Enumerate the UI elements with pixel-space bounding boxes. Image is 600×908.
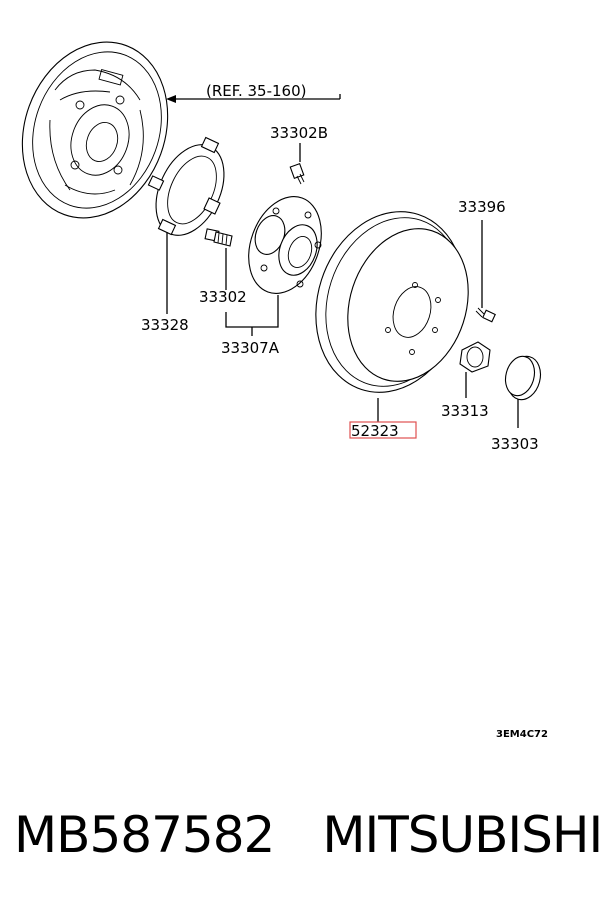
label-33303: 33303: [491, 435, 539, 453]
highlight-box: [349, 421, 417, 439]
brand-name: MITSUBISHI: [322, 806, 600, 864]
bolt-33302B: [289, 162, 305, 185]
exploded-parts-diagram: (REF. 35-160) 33328 33302 33302B 3330: [21, 41, 548, 740]
dust-shield-33328: [147, 136, 225, 236]
part-number: MB587582: [14, 806, 275, 864]
label-33302: 33302: [199, 288, 247, 306]
label-33328: 33328: [141, 316, 189, 334]
label-33307A: 33307A: [221, 339, 280, 357]
label-33302B: 33302B: [270, 124, 328, 142]
wheel-hub-33307A: [248, 196, 322, 294]
reference-arrow: [166, 95, 176, 103]
label-33396: 33396: [458, 198, 506, 216]
part-footer: MB587582 MITSUBISHI: [14, 806, 600, 876]
screw-33396: [475, 307, 496, 323]
wheel-stud-33302: [204, 228, 233, 247]
label-52323: 52323: [351, 422, 399, 440]
grease-cap-33303: [504, 355, 542, 401]
hub-nut-33313: [459, 341, 491, 373]
label-33313: 33313: [441, 402, 489, 420]
diagram-code: 3EM4C72: [496, 729, 548, 740]
brake-backing-plate: [21, 41, 169, 219]
reference-label: (REF. 35-160): [206, 82, 307, 100]
brake-drum-52323: [315, 211, 469, 393]
